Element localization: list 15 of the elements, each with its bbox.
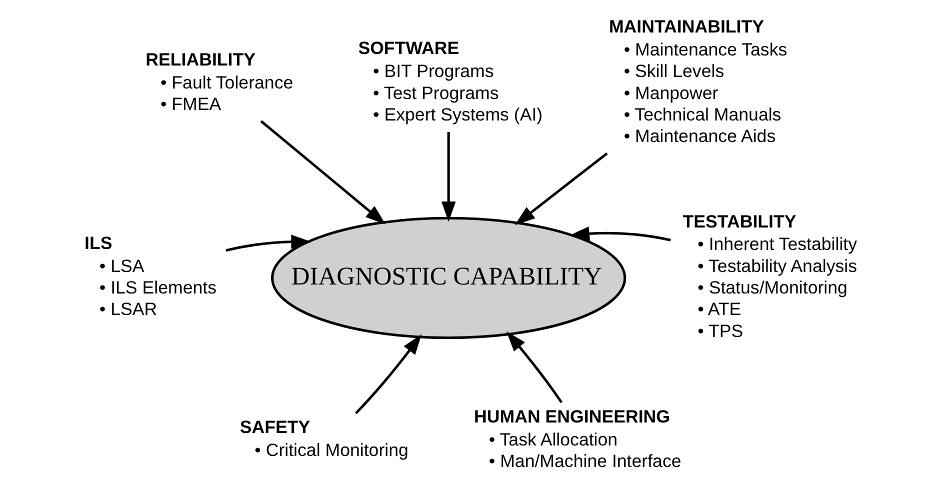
node-ellipse: DIAGNOSTIC CAPABILITY	[271, 216, 626, 340]
node-text: TESTABILITY • Inherent Testability • Testability Analysis • Status/Monitoring • ATE • TPS	[682, 211, 858, 341]
arrow	[506, 331, 563, 404]
node-text: SOFTWARE • BIT Programs • Test Programs • Expert Systems (AI)	[358, 38, 543, 124]
node-text: ILS • LSA • ILS Elements • LSAR	[84, 232, 217, 320]
arrow	[355, 334, 422, 414]
node-text: RELIABILITY • Fault Tolerance • FMEA	[146, 50, 294, 114]
arrow	[514, 152, 608, 226]
arrow	[226, 234, 312, 252]
node-text: HUMAN ENGINEERING • Task Allocation • Man/Machine Interface	[474, 406, 682, 472]
node-text: SAFETY • Critical Monitoring	[240, 416, 408, 460]
arrow	[441, 132, 456, 222]
node-text: MAINTAINABILITY • Maintenance Tasks • Skill Levels • Manpower • Technical Manuals • Maintenance Aids	[608, 16, 788, 146]
arrow	[569, 226, 671, 242]
arrow	[260, 120, 386, 224]
